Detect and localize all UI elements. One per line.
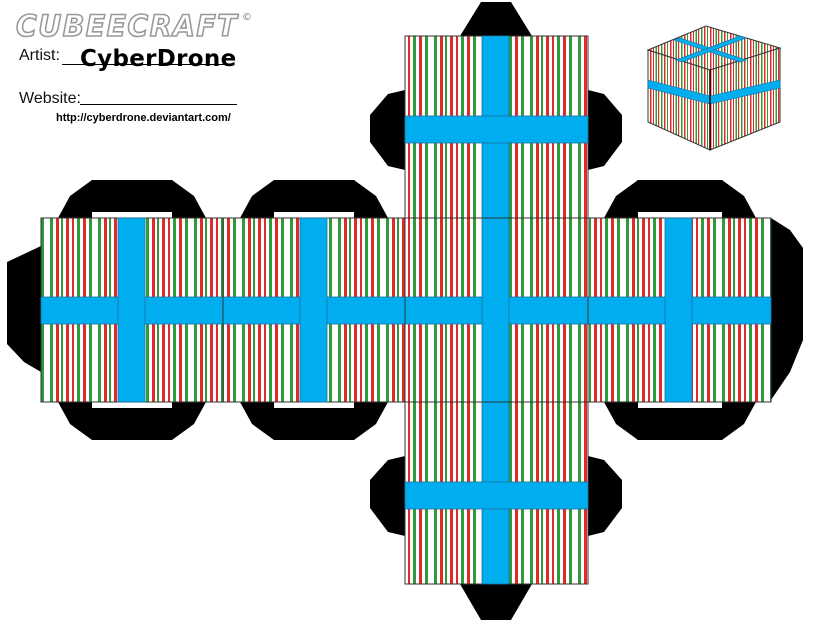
ribbon-face-back-left xyxy=(299,217,328,403)
glue-tab-bottom xyxy=(460,584,532,620)
artist-name: CyberDrone xyxy=(80,46,237,72)
ribbon-top-cross xyxy=(404,115,589,144)
flap-slits xyxy=(92,212,722,408)
artist-underline xyxy=(62,64,234,65)
glue-tab-left xyxy=(7,246,41,372)
cube-preview xyxy=(646,25,782,151)
ribbon-face-left xyxy=(117,217,146,403)
glue-tabs xyxy=(7,2,803,620)
glue-tab-lower-3 xyxy=(604,402,756,440)
glue-tab-top xyxy=(460,2,532,36)
glue-tab-lower-1 xyxy=(58,402,206,440)
ribbons xyxy=(40,35,772,585)
glue-tab-top-left xyxy=(370,90,405,170)
glue-tab-lower-2 xyxy=(240,402,388,440)
ribbon-face-right xyxy=(664,217,693,403)
glue-tab-upper-1 xyxy=(58,180,206,218)
cubeecraft-logo: CUBEECRAFT © xyxy=(15,8,252,42)
website-url: http://cyberdrone.deviantart.com/ xyxy=(56,112,231,124)
glue-tab-bottom-right xyxy=(588,456,622,536)
glue-tab-bottom-left xyxy=(370,456,405,536)
glue-tab-right xyxy=(771,218,803,400)
glue-tab-top-right xyxy=(588,90,622,170)
preview-ribbon-top-b xyxy=(675,35,747,63)
logo-copyright-mark: © xyxy=(242,12,252,23)
ribbon-bottom-cross xyxy=(404,481,589,510)
website-label: Website: xyxy=(19,90,81,107)
ribbon-horizontal xyxy=(40,296,772,325)
glue-tab-upper-2 xyxy=(240,180,388,218)
artist-label: Artist: xyxy=(19,47,60,64)
glue-tab-upper-3 xyxy=(604,180,756,218)
logo-text: CUBEECRAFT xyxy=(16,9,239,42)
fold-lines xyxy=(222,217,589,403)
website-underline xyxy=(80,104,237,105)
